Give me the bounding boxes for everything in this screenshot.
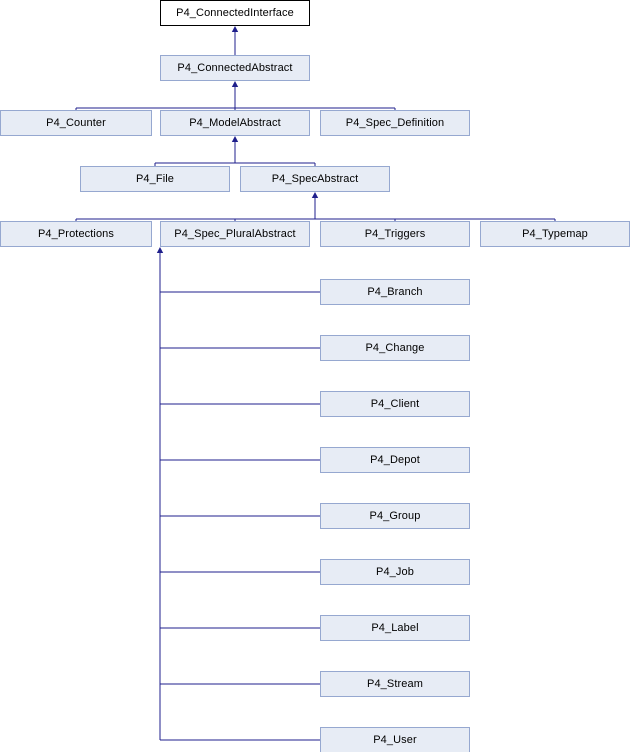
class-node-label: P4_Branch — [367, 285, 423, 298]
class-node-label: P4_Spec_PluralAbstract — [174, 227, 296, 240]
class-node-change[interactable]: P4_Change — [320, 335, 470, 361]
class-node-typemap[interactable]: P4_Typemap — [480, 221, 630, 247]
class-node-label: P4_Typemap — [522, 227, 588, 240]
class-node-label: P4_ModelAbstract — [189, 116, 281, 129]
class-node-model_abstract[interactable]: P4_ModelAbstract — [160, 110, 310, 136]
class-node-file[interactable]: P4_File — [80, 166, 230, 192]
class-node-label: P4_Group — [369, 509, 421, 522]
class-node-label: P4_Stream — [367, 677, 423, 690]
class-node-label: P4_Counter — [46, 116, 106, 129]
class-node-spec_definition[interactable]: P4_Spec_Definition — [320, 110, 470, 136]
class-node-stream[interactable]: P4_Stream — [320, 671, 470, 697]
class-node-group[interactable]: P4_Group — [320, 503, 470, 529]
class-node-label: P4_ConnectedInterface — [176, 6, 294, 19]
class-node-label: P4_Label — [371, 621, 419, 634]
class-node-client[interactable]: P4_Client — [320, 391, 470, 417]
class-node-branch[interactable]: P4_Branch — [320, 279, 470, 305]
class-node-counter[interactable]: P4_Counter — [0, 110, 152, 136]
class-node-label: P4_Spec_Definition — [345, 116, 445, 129]
class-node-spec_plural_abstract[interactable]: P4_Spec_PluralAbstract — [160, 221, 310, 247]
class-node-label: P4_Change — [365, 341, 425, 354]
class-node-label: P4_ConnectedAbstract — [177, 61, 293, 74]
class-node-label: P4_SpecAbstract — [271, 172, 359, 185]
class-node-depot[interactable]: P4_Depot — [320, 447, 470, 473]
class-node-connected_abstract[interactable]: P4_ConnectedAbstract — [160, 55, 310, 81]
class-node-connected_interface[interactable]: P4_ConnectedInterface — [160, 0, 310, 26]
class-node-user[interactable]: P4_User — [320, 727, 470, 752]
class-node-label: P4_Client — [370, 397, 420, 410]
class-node-label: P4_Depot — [370, 453, 420, 466]
class-node-label: P4_File — [136, 172, 174, 185]
class-node-spec_abstract[interactable]: P4_SpecAbstract — [240, 166, 390, 192]
class-node-protections[interactable]: P4_Protections — [0, 221, 152, 247]
class-node-label: P4_User — [373, 733, 417, 746]
class-node-label: P4_Triggers — [364, 227, 426, 240]
class-node-triggers[interactable]: P4_Triggers — [320, 221, 470, 247]
class-node-label: P4_Protections — [38, 227, 114, 240]
class-node-label[interactable]: P4_Label — [320, 615, 470, 641]
class-node-label: P4_Job — [376, 565, 414, 578]
class-node-job[interactable]: P4_Job — [320, 559, 470, 585]
